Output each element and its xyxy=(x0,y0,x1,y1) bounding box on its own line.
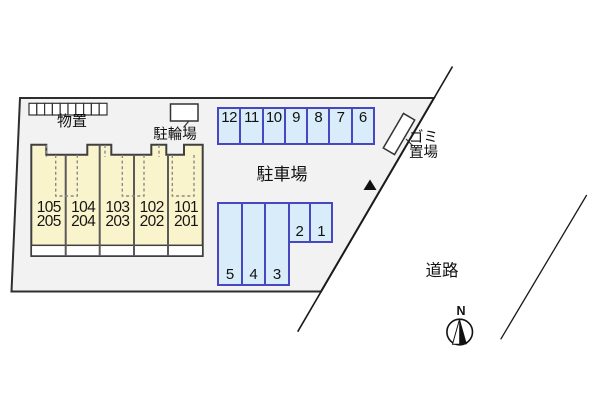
bicycle-parking-label: 駐輪場 xyxy=(153,127,197,143)
parking-spot: 3 xyxy=(264,203,288,284)
garbage-label-line2: 置場 xyxy=(409,145,438,161)
building-unit-label: 104 204 xyxy=(66,199,101,230)
unit-number-floor1: 101 xyxy=(173,199,199,216)
parking-spot-number: 7 xyxy=(336,108,345,126)
road-label: 道路 xyxy=(425,262,459,280)
parking-spot-number: 10 xyxy=(265,108,282,126)
parking-spot: 9 xyxy=(283,108,306,143)
bicycle-label-tick xyxy=(183,121,189,128)
parking-spot-number: 2 xyxy=(295,222,304,240)
unit-number-floor2: 204 xyxy=(71,212,96,230)
parking-spot: 1 xyxy=(309,203,331,241)
parking-spot-number: 5 xyxy=(225,265,234,283)
compass-north-label: N xyxy=(456,304,466,318)
parking-spot: 2 xyxy=(290,204,310,241)
compass-icon xyxy=(446,318,474,346)
site-diagonal-boundary-line xyxy=(297,66,454,333)
building-balcony-strip xyxy=(30,244,204,257)
parking-spot-number: 9 xyxy=(292,108,300,126)
storage-label: 物置 xyxy=(56,113,87,130)
parking-spot: 10 xyxy=(261,108,284,143)
unit-number-floor1: 104 xyxy=(71,199,96,216)
parking-spot-number: 6 xyxy=(358,108,367,126)
unit-number-floor2: 202 xyxy=(139,212,165,230)
unit-number-floor2: 201 xyxy=(173,212,199,230)
garbage-label-tick xyxy=(405,138,414,147)
garbage-label-line1: ゴミ xyxy=(409,130,438,146)
parking-block-lower-tall: 5 4 3 xyxy=(217,201,290,286)
building-stairs-dashed xyxy=(45,145,195,197)
parking-row-top: 12 11 10 9 8 7 6 xyxy=(217,106,375,145)
garbage-area-box xyxy=(382,112,416,156)
parking-spot: 7 xyxy=(328,108,350,143)
parking-block-lower-short: 2 1 xyxy=(287,201,333,243)
building-unit-label: 103 203 xyxy=(100,199,135,230)
parking-spot-number: 11 xyxy=(244,108,259,126)
garbage-area-label: ゴミ 置場 xyxy=(409,131,443,161)
storage-shed-icon xyxy=(28,102,108,116)
unit-number-floor2: 203 xyxy=(105,212,130,230)
unit-number-floor1: 105 xyxy=(36,199,62,216)
building-outline xyxy=(30,143,204,257)
parking-spot-number: 4 xyxy=(249,265,258,283)
unit-number-floor2: 205 xyxy=(36,212,62,230)
parking-spot: 11 xyxy=(239,108,261,143)
road-far-edge-line xyxy=(500,194,588,340)
parking-spot: 5 xyxy=(219,204,241,284)
parking-spot: 6 xyxy=(350,108,373,143)
building-unit-label: 105 205 xyxy=(31,199,66,230)
parking-spot: 12 xyxy=(219,109,239,144)
unit-number-floor1: 103 xyxy=(105,199,130,216)
parking-spot-number: 8 xyxy=(314,108,323,126)
parking-spot-number: 12 xyxy=(221,108,237,126)
parking-spot: 8 xyxy=(306,108,328,143)
building-unit-label: 101 201 xyxy=(169,199,204,230)
parking-spot: 4 xyxy=(240,203,265,284)
parking-spot-number: 3 xyxy=(272,265,281,283)
building-unit-dividers xyxy=(64,144,169,256)
parking-spot-number: 1 xyxy=(317,222,326,240)
car-parking-label: 駐車場 xyxy=(256,165,308,184)
entrance-marker-icon xyxy=(363,179,377,190)
bicycle-parking-box xyxy=(169,103,199,122)
unit-number-floor1: 102 xyxy=(139,199,165,216)
building-unit-label: 102 202 xyxy=(134,199,169,230)
